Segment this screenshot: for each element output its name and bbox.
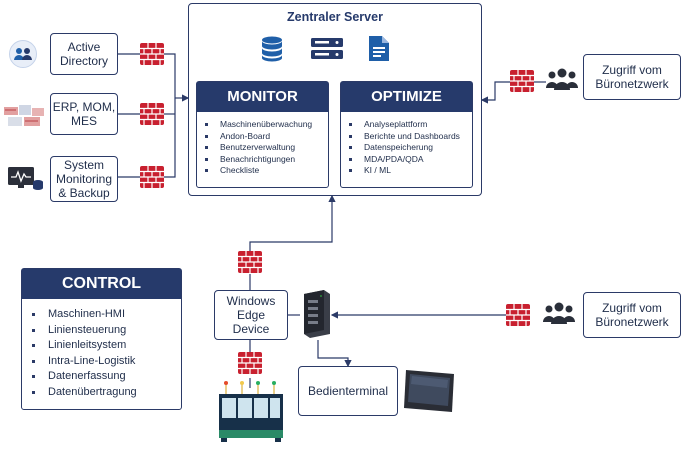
optimize-panel: OPTIMIZE Analyseplattform Berichte und D…	[340, 81, 473, 188]
operator-terminal-box: Bedienterminal	[298, 366, 398, 416]
monitoring-screen-icon	[8, 167, 43, 190]
firewall-icon	[506, 304, 530, 326]
list-item: Checkliste	[205, 165, 328, 177]
monitor-panel: MONITOR Maschinenüberwachung Andon-Board…	[196, 81, 329, 188]
list-item: Datenspeicherung	[349, 142, 472, 154]
firewall-icon	[140, 103, 164, 125]
control-panel: CONTROL Maschinen-HMI Liniensteuerung Li…	[21, 268, 182, 410]
list-item: KI / ML	[349, 165, 472, 177]
list-item: Maschinenüberwachung	[205, 119, 328, 131]
optimize-title: OPTIMIZE	[341, 82, 472, 112]
list-item: Benutzerverwaltung	[205, 142, 328, 154]
document-icon	[369, 36, 389, 61]
monitor-list: Maschinenüberwachung Andon-Board Benutze…	[197, 112, 328, 177]
monitor-title: MONITOR	[197, 82, 328, 112]
list-item: Benachrichtigungen	[205, 154, 328, 166]
list-item: Berichte und Dashboards	[349, 131, 472, 143]
enterprise-systems-icon	[4, 105, 44, 126]
list-item: Datenerfassung	[32, 369, 181, 385]
users-icon	[9, 40, 37, 68]
remote-access-box-top: Zugriff vom Büronetzwerk	[583, 54, 681, 100]
group-people-icon	[543, 302, 575, 324]
control-title: CONTROL	[22, 269, 181, 299]
server-title: Zentraler Server	[287, 10, 383, 24]
list-item: Datenübertragung	[32, 385, 181, 401]
list-item: Andon-Board	[205, 131, 328, 143]
optimize-list: Analyseplattform Berichte und Dashboards…	[341, 112, 472, 177]
firewall-icon	[140, 166, 164, 188]
list-item: MDA/PDA/QDA	[349, 154, 472, 166]
database-icon	[262, 36, 282, 62]
list-item: Liniensteuerung	[32, 323, 181, 339]
list-item: Intra-Line-Logistik	[32, 354, 181, 370]
panel-pc-icon	[404, 370, 454, 412]
firewall-icon	[238, 251, 262, 273]
list-item: Analyseplattform	[349, 119, 472, 131]
remote-access-box-bottom: Zugriff vom Büronetzwerk	[583, 292, 681, 338]
industrial-pc-icon	[304, 290, 330, 338]
server-rack-icon	[311, 38, 343, 59]
firewall-icon	[510, 70, 534, 92]
firewall-icon	[140, 43, 164, 65]
list-item: Maschinen-HMI	[32, 307, 181, 323]
windows-edge-device-box: Windows Edge Device	[214, 290, 288, 340]
erp-mom-mes-box: ERP, MOM, MES	[50, 93, 118, 135]
firewall-icon	[238, 352, 262, 374]
system-monitoring-box: System Monitoring & Backup	[50, 156, 118, 202]
active-directory-box: Active Directory	[50, 33, 118, 75]
list-item: Linienleitsystem	[32, 338, 181, 354]
machine-line-icon	[219, 381, 283, 442]
control-list: Maschinen-HMI Liniensteuerung Linienleit…	[22, 299, 181, 400]
group-people-icon	[546, 68, 578, 90]
